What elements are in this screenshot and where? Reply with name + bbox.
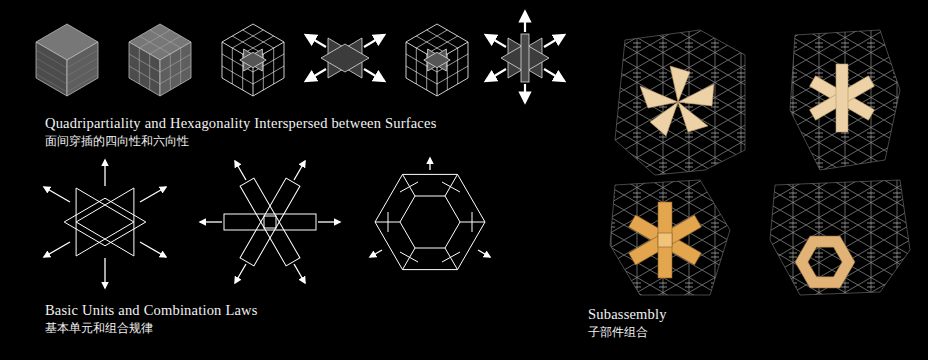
six-way-unit: [264, 216, 276, 228]
direction-arrow: [235, 264, 246, 283]
lattice-cluster: [610, 180, 730, 295]
highlight-subassembly: [629, 202, 702, 278]
lattice-cluster: [615, 30, 745, 175]
highlight-subassembly: [650, 102, 678, 136]
lattice-cluster: [610, 30, 910, 295]
direction-arrow: [486, 69, 506, 81]
direction-arrow: [104, 160, 105, 186]
section-heading-zh: 子部件组合: [588, 326, 648, 340]
direction-arrow: [306, 35, 384, 81]
wire-cube: [240, 49, 266, 71]
direction-arrow: [104, 258, 105, 288]
six-way-unit: [224, 178, 316, 266]
highlight-subassembly: [640, 86, 678, 108]
direction-arrow: [486, 35, 506, 47]
highlight-subassembly: [658, 233, 672, 247]
highlight-subassembly: [810, 64, 875, 132]
hexagon-unit: [375, 174, 485, 269]
solid-cube: [36, 24, 98, 96]
direction-arrow: [200, 221, 222, 222]
wire-cube: [406, 24, 468, 96]
lattice-cluster: [770, 180, 910, 295]
direction-arrow: [364, 69, 384, 81]
direction-arrow: [364, 35, 384, 47]
exploded-unit: [501, 34, 549, 82]
wire-cube: [240, 49, 266, 71]
highlight-subassembly: [678, 84, 714, 106]
direction-arrow: [200, 161, 340, 283]
direction-arrow: [370, 158, 490, 257]
highlight-subassembly: [640, 66, 714, 136]
direction-arrow: [478, 250, 490, 257]
four-way-unit: [64, 188, 146, 256]
direction-arrow: [524, 12, 526, 32]
section-heading: Subassembly: [588, 306, 667, 323]
solid-cube: [36, 42, 67, 96]
direction-arrow: [318, 221, 340, 222]
section-heading-zh: 面间穿插的四向性和六向性: [45, 135, 189, 149]
direction-arrow: [370, 250, 382, 257]
solid-cube: [67, 42, 98, 96]
gridded-cube: [129, 30, 191, 90]
hexagon-unit: [375, 174, 485, 269]
direction-arrow: [486, 12, 564, 102]
hexagon-unit: [388, 182, 472, 262]
hexagon-unit: [400, 196, 460, 248]
six-way-unit: [224, 214, 316, 230]
direction-arrow: [544, 69, 564, 81]
direction-arrow: [544, 35, 564, 47]
exploded-unit: [321, 38, 369, 78]
direction-arrow: [294, 264, 305, 283]
gridded-cube: [129, 24, 191, 96]
highlight-subassembly: [678, 102, 708, 132]
exploded-unit: [521, 34, 529, 82]
direction-arrow: [306, 35, 326, 47]
direction-arrow: [294, 161, 305, 180]
wire-cube: [222, 24, 284, 96]
six-way-unit: [240, 178, 300, 266]
direction-arrow: [140, 187, 166, 202]
wire-cube: [222, 24, 284, 96]
section-heading: Basic Units and Combination Laws: [45, 302, 258, 319]
direction-arrow: [429, 158, 430, 170]
highlight-subassembly: [670, 66, 690, 102]
direction-arrow: [44, 187, 70, 202]
direction-arrow: [524, 84, 526, 102]
highlight-subassembly: [836, 64, 848, 132]
exploded-unit: [321, 38, 369, 78]
highlight-subassembly: [658, 202, 672, 278]
highlight-ring: [795, 236, 855, 288]
wire-cube: [424, 49, 450, 71]
solid-cube: [36, 50, 98, 92]
wire-cube: [406, 24, 468, 96]
section-heading-zh: 基本单元和组合规律: [45, 322, 153, 336]
direction-arrow: [44, 242, 70, 257]
four-way-unit: [64, 188, 146, 256]
wire-cube: [424, 49, 450, 71]
six-way-unit: [240, 178, 300, 266]
direction-arrow: [235, 161, 246, 180]
highlight-ring: [795, 236, 855, 288]
lattice-cluster: [790, 30, 900, 170]
direction-arrow: [44, 160, 166, 288]
hexagon-unit: [375, 174, 485, 269]
direction-arrow: [140, 242, 166, 257]
section-heading: Quadripartiality and Hexagonality Inters…: [45, 115, 436, 132]
direction-arrow: [306, 69, 326, 81]
